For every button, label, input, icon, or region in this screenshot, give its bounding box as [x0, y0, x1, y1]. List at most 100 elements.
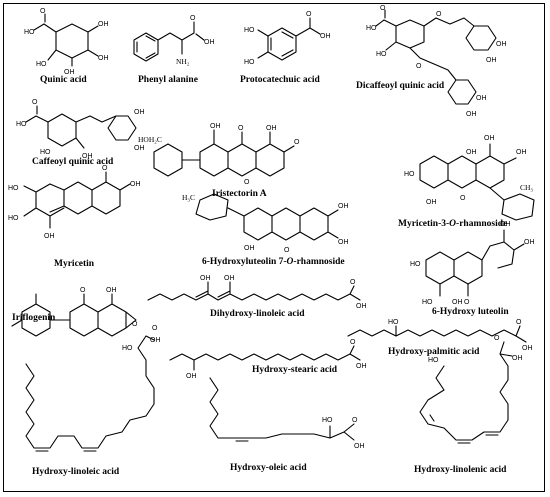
svg-text:OH: OH — [200, 275, 211, 282]
svg-text:OH: OH — [266, 125, 277, 132]
amine-tag: NH₂ — [176, 57, 190, 66]
svg-text:OH: OH — [354, 443, 365, 450]
svg-text:OH: OH — [522, 345, 533, 352]
svg-text:HO: HO — [40, 149, 51, 156]
svg-text:O: O — [380, 5, 386, 12]
svg-text:OH: OH — [466, 111, 477, 118]
figure-frame: HO O OH OH OH HO O OH NH₂ O OH HO HO — [3, 3, 545, 492]
svg-text:OH: OH — [476, 95, 487, 102]
label-protocatechuic-acid: Protocatechuic acid — [240, 75, 320, 85]
svg-text:OH: OH — [466, 149, 477, 156]
svg-text:O: O — [350, 339, 356, 346]
svg-text:HO: HO — [8, 215, 19, 222]
label-iriflogenin: Iriflogenin — [12, 313, 56, 323]
label-hydroxy-palmitic-acid: Hydroxy-palmitic acid — [388, 347, 480, 357]
svg-text:O: O — [102, 165, 108, 172]
structure-dicaffeoyl-quinic-acid: HO O HO O OH OH OH OH O — [366, 5, 507, 118]
label-6-hydroxyluteolin-7-o-rhamnoside: 6-Hydroxyluteolin 7-O-rhamnoside — [202, 257, 345, 267]
structure-hydroxy-linoleic-acid: OH HO O — [25, 325, 161, 452]
svg-text:O: O — [32, 99, 38, 106]
svg-text:OH: OH — [130, 181, 141, 188]
svg-text:OH: OH — [106, 287, 117, 294]
svg-text:O: O — [190, 15, 196, 22]
svg-text:HO: HO — [404, 171, 415, 178]
svg-text:OH: OH — [524, 239, 535, 246]
structure-myricetin: O OH HO HO OH — [8, 165, 141, 240]
svg-text:OH: OH — [500, 221, 511, 228]
structure-caffeoyl-quinic-acid: HO O OH OH OH HO — [16, 99, 145, 160]
svg-text:OH: OH — [64, 69, 75, 76]
svg-text:HO: HO — [366, 25, 377, 32]
svg-text:HO: HO — [428, 357, 439, 364]
structure-iristectorin-a: HOH₂C O OH OH O O — [138, 123, 300, 186]
svg-text:O: O — [284, 247, 290, 254]
svg-text:O: O — [306, 11, 312, 18]
label-hydroxy-stearic-acid: Hydroxy-stearic acid — [252, 365, 338, 375]
svg-text:OH: OH — [512, 355, 523, 362]
structure-myricetin-3-o-rhamnoside: HO OH OH OH OH O CH₃ — [404, 135, 535, 221]
structure-iriflogenin: O OH O — [11, 287, 138, 337]
label-dihydroxy-linoleic-acid: Dihydroxy-linoleic acid — [210, 309, 305, 319]
svg-text:OH: OH — [44, 233, 55, 240]
svg-text:OH: OH — [320, 33, 331, 40]
svg-text:OH: OH — [98, 21, 109, 28]
svg-text:HO: HO — [410, 261, 421, 268]
svg-text:HO: HO — [244, 59, 255, 66]
label-hydroxy-linoleic-acid: Hydroxy-linoleic acid — [32, 467, 120, 477]
svg-text:HO: HO — [16, 121, 27, 128]
label-caffeoyl-quinic-acid: Caffeoyl quinic acid — [32, 157, 114, 167]
svg-text:OH: OH — [486, 57, 497, 64]
svg-text:O: O — [350, 279, 356, 286]
svg-text:O: O — [436, 11, 442, 18]
svg-text:O: O — [294, 139, 300, 146]
structure-hydroxy-stearic-acid: OH O OH — [169, 339, 367, 380]
svg-text:OH: OH — [186, 373, 197, 380]
svg-text:OH: OH — [356, 363, 367, 370]
svg-text:OH: OH — [452, 299, 463, 306]
svg-text:HO: HO — [322, 417, 333, 424]
svg-text:OH: OH — [244, 245, 255, 252]
svg-text:HO: HO — [122, 345, 133, 352]
structure-phenyl-alanine: O OH NH₂ — [133, 15, 215, 66]
svg-text:O: O — [516, 319, 522, 326]
label-phenyl-alanine: Phenyl alanine — [138, 75, 198, 85]
svg-text:O: O — [40, 8, 46, 15]
structure-6-hydroxyluteolin-7-o-rhamnoside: H₃C OH OH OH O — [182, 193, 349, 254]
label-dicaffeoyl-quinic-acid: Dicaffeoyl quinic acid — [356, 81, 445, 91]
svg-text:HO: HO — [36, 61, 47, 68]
label-6-hydroxy-luteolin: 6-Hydroxy luteolin — [432, 307, 509, 317]
label-myricetin-3-o-rhamnoside: Myricetin-3-O-rhamnoside — [398, 219, 508, 229]
hydroxymethyl-tag: HOH₂C — [138, 135, 162, 144]
label-hydroxy-oleic-acid: Hydroxy-oleic acid — [230, 463, 307, 473]
label-iristectorin-a: Iristectorin A — [212, 189, 267, 199]
svg-text:O: O — [494, 335, 500, 342]
svg-text:O: O — [416, 63, 422, 70]
label-myricetin: Myricetin — [54, 259, 95, 269]
svg-text:O: O — [244, 179, 250, 186]
structure-protocatechuic-acid: O OH HO HO — [244, 11, 331, 66]
svg-text:O: O — [352, 417, 358, 424]
svg-text:OH: OH — [204, 39, 215, 46]
svg-text:OH: OH — [224, 275, 235, 282]
methyl-tag-rhamnose: CH₃ — [520, 183, 533, 192]
svg-text:O: O — [238, 125, 244, 132]
svg-text:O: O — [460, 195, 466, 202]
structure-6-hydroxy-luteolin: HO HO OH O OH OH — [410, 221, 535, 306]
svg-text:OH: OH — [356, 303, 367, 310]
svg-text:HO: HO — [8, 185, 19, 192]
structure-hydroxy-palmitic-acid: HO O OH — [347, 319, 533, 352]
svg-text:OH: OH — [134, 145, 145, 152]
svg-text:HO: HO — [376, 51, 387, 58]
structures-canvas: HO O OH OH OH HO O OH NH₂ O OH HO HO — [8, 5, 535, 452]
svg-text:OH: OH — [426, 199, 437, 206]
methyl-tag-6hl: H₃C — [182, 193, 195, 202]
svg-text:HO: HO — [422, 299, 433, 306]
svg-text:O: O — [80, 287, 86, 294]
structure-hydroxy-oleic-acid: HO O OH — [209, 377, 365, 450]
svg-text:O: O — [464, 299, 470, 306]
svg-text:OH: OH — [210, 123, 221, 130]
svg-text:OH: OH — [98, 55, 109, 62]
label-hydroxy-linolenic-acid: Hydroxy-linolenic acid — [414, 465, 507, 475]
structure-dihydroxy-linoleic-acid: OH OH O OH — [147, 275, 367, 310]
label-quinic-acid: Quinic acid — [40, 75, 87, 85]
